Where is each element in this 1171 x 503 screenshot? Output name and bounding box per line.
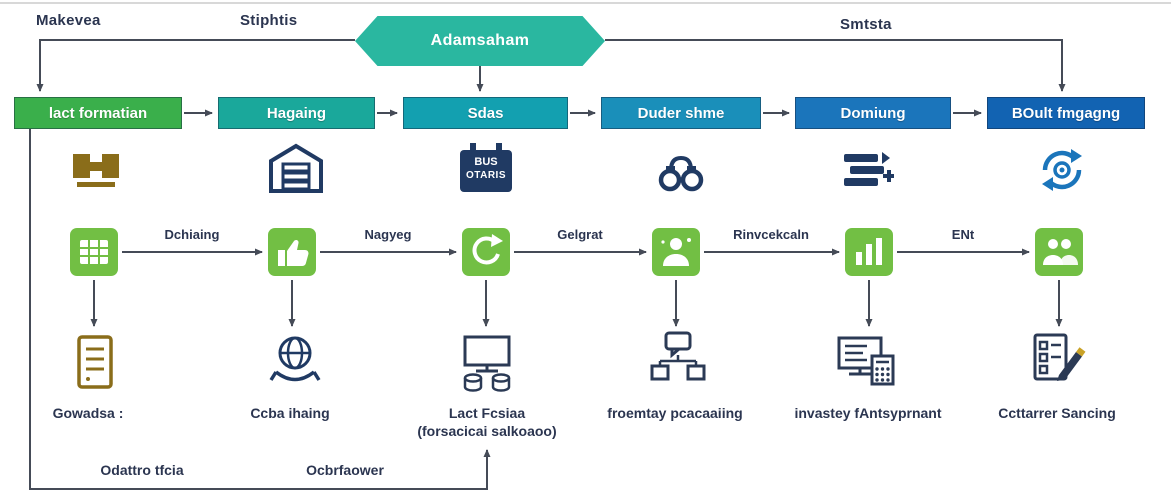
monitor-database-icon: [455, 334, 519, 396]
spreadsheet-icon: [70, 228, 118, 276]
caption-4: froemtay pcacaaiing: [607, 404, 742, 422]
stage-box-2: Hagaing: [218, 97, 375, 129]
stage-box-6: BOult fmgagng: [987, 97, 1145, 129]
stage-label-4: Duder shme: [637, 104, 725, 122]
warehouse-icon: [268, 140, 324, 196]
decision-hexagon-label: Adamsaham: [430, 32, 530, 49]
stage-box-4: Duder shme: [601, 97, 761, 129]
stage-box-1: lact formatian: [14, 97, 182, 129]
top-label-mid: Stiphtis: [240, 12, 298, 29]
top-label-right: Smtsta: [840, 16, 892, 33]
top-border-line: [0, 2, 1171, 4]
calendar-icon: BUS OTARIS: [460, 143, 512, 192]
mid-flow-label-1: Dchiaing: [164, 227, 220, 242]
stage-label-3: Sdas: [467, 104, 504, 122]
top-label-left: Makevea: [36, 12, 101, 29]
calendar-text-line1: BUS: [474, 156, 498, 168]
flowchart-bubble-icon: [645, 330, 709, 390]
loop-label-2: Ocbrfaower: [306, 462, 384, 478]
server-list-icon: [65, 332, 125, 392]
sync-gear-icon: [1034, 142, 1090, 198]
caption-5-line1: invastey fAntsyprnant: [794, 405, 942, 421]
bar-chart-icon: [845, 228, 893, 276]
caption-4-line1: froemtay pcacaaiing: [607, 405, 743, 421]
caption-1: Gowadsa :: [53, 404, 124, 422]
monitor-calculator-icon: [834, 334, 898, 392]
decision-hexagon: Adamsaham: [355, 16, 605, 66]
people-icon: [1035, 228, 1083, 276]
refresh-icon: [462, 228, 510, 276]
stage-label-1: lact formatian: [48, 104, 148, 122]
stage-label-5: Domiung: [840, 104, 906, 122]
caption-6: Ccttarrer Sancing: [998, 404, 1115, 422]
globe-hands-icon: [265, 330, 325, 390]
caption-2-line1: Ccba ihaing: [250, 405, 330, 421]
caption-3-line2: (forsacicai salkoaoo): [417, 423, 557, 439]
layers-icon: [838, 142, 895, 198]
caption-2: Ccba ihaing: [250, 404, 329, 422]
mid-flow-label-5: ENt: [951, 227, 975, 242]
caption-6-line1: Ccttarrer Sancing: [998, 405, 1116, 421]
caption-5: invastey fAntsyprnant: [794, 404, 941, 422]
stage-box-5: Domiung: [795, 97, 951, 129]
mid-flow-label-2: Nagyeg: [364, 227, 412, 242]
calendar-tab-icon: [496, 143, 502, 154]
caption-3-line1: Lact Fcsiaa: [448, 405, 526, 421]
calendar-tab-icon: [470, 143, 476, 154]
caption-3: Lact Fcsiaa (forsacicai salkoaoo): [417, 404, 556, 440]
mid-flow-label-4: Rinvcekcaln: [733, 227, 809, 242]
calendar-text-line2: OTARIS: [465, 170, 507, 181]
stage-label-6: BOult fmgagng: [1011, 104, 1121, 122]
caption-1-line1: Gowadsa :: [52, 405, 124, 421]
checklist-pen-icon: [1028, 330, 1088, 390]
loop-label-1: Odattro tfcia: [100, 462, 184, 478]
machine-blocks-icon: [68, 140, 124, 196]
mid-flow-label-3: Gelgrat: [557, 227, 603, 242]
stage-label-2: Hagaing: [266, 104, 327, 122]
stage-box-3: Sdas: [403, 97, 568, 129]
handcuffs-icon: [653, 142, 709, 198]
person-icon: [652, 228, 700, 276]
thumbs-up-icon: [268, 228, 316, 276]
